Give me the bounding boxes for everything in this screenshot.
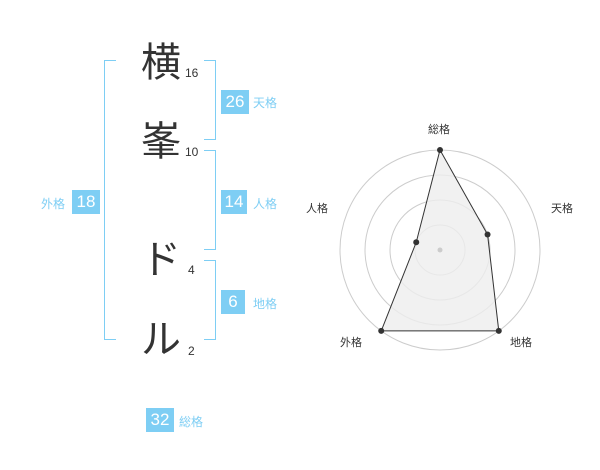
radar-label-chikaku: 地格 xyxy=(510,336,532,349)
stroke-count-3: 4 xyxy=(188,263,195,277)
radar-label-soukaku: 総格 xyxy=(428,123,450,136)
radar-point-2 xyxy=(495,327,502,334)
radar-point-4 xyxy=(413,239,420,246)
radar-point-0 xyxy=(437,147,443,153)
soukaku-label: 総格 xyxy=(179,415,204,429)
radar-point-3 xyxy=(378,327,385,334)
tenkaku-label: 天格 xyxy=(253,96,278,110)
name-char-2: 峯 xyxy=(141,119,181,165)
stroke-count-2: 10 xyxy=(185,145,199,159)
gaikaku-label: 外格 xyxy=(41,197,66,211)
soukaku-score: 32 xyxy=(146,408,174,432)
radar-label-tenkaku: 天格 xyxy=(551,202,573,215)
radar-polygon xyxy=(380,148,500,332)
stroke-count-4: 2 xyxy=(188,344,195,358)
stroke-count-1: 16 xyxy=(185,66,199,80)
jinkaku-score: 14 xyxy=(221,190,247,214)
tenkaku-score: 26 xyxy=(221,90,249,114)
gaikaku-score: 18 xyxy=(72,190,100,214)
gaikaku-bracket xyxy=(104,60,116,340)
radar-center-dot xyxy=(437,247,443,253)
chikaku-label: 地格 xyxy=(253,297,278,311)
jinkaku-bracket xyxy=(204,150,216,250)
radar-point-1 xyxy=(484,231,491,238)
jinkaku-label: 人格 xyxy=(253,197,278,211)
radar-label-jinkaku: 人格 xyxy=(306,202,328,215)
name-char-4: ル xyxy=(141,317,181,363)
chikaku-score: 6 xyxy=(221,290,245,314)
chikaku-bracket xyxy=(204,260,216,340)
radar-label-gaikaku: 外格 xyxy=(340,336,362,349)
name-char-1: 横 xyxy=(141,40,181,86)
name-char-3: ド xyxy=(141,237,181,283)
tenkaku-bracket xyxy=(204,60,216,140)
